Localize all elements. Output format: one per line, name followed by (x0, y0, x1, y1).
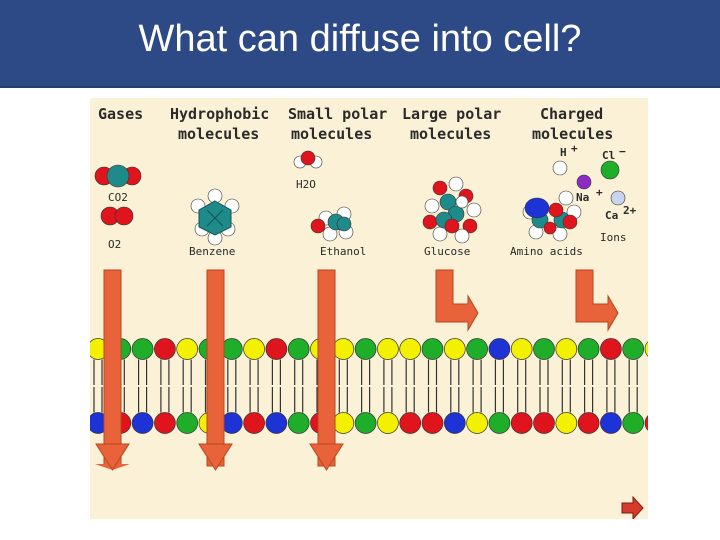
lipid-head (154, 412, 176, 434)
benzene-label: Benzene (189, 245, 235, 258)
na-ion: Na + (576, 174, 603, 204)
benzene-molecule (190, 188, 240, 246)
ions-label: Ions (600, 231, 627, 244)
header-hydrophobic-2: molecules (178, 125, 259, 143)
header-gases: Gases (98, 105, 143, 123)
arrow-hydrophobic (198, 269, 233, 471)
lipid-head (243, 338, 265, 360)
membrane-diagram: Gases Hydrophobic molecules Small polar … (90, 98, 648, 519)
lipid-head (176, 412, 199, 434)
arrow-charged-blocked (575, 269, 619, 332)
lipid-head (533, 412, 555, 434)
lipid-head (466, 412, 488, 434)
lipid-head (287, 412, 310, 434)
h-ion-charge: + (571, 142, 578, 155)
co2-label: CO2 (108, 191, 128, 204)
lipid-head (265, 338, 288, 360)
lipid-head (377, 338, 399, 360)
header-large-polar-2: molecules (410, 125, 491, 143)
na-ion-charge: + (596, 186, 603, 199)
na-ion-label: Na (576, 191, 589, 204)
lipid-head (600, 412, 622, 434)
h2o-molecule (293, 150, 323, 169)
title-bar: What can diffuse into cell? (0, 0, 720, 88)
co2-molecule (94, 164, 142, 188)
lipid-head (510, 338, 533, 360)
amino-acids-label: Amino acids (510, 245, 583, 258)
ethanol-label: Ethanol (320, 245, 366, 258)
lipid-head (622, 412, 645, 434)
header-small-polar: Small polar (288, 105, 387, 123)
lipid-head (443, 412, 466, 434)
header-charged: Charged (540, 105, 603, 123)
lipid-head (443, 338, 466, 360)
lipid-head (176, 338, 199, 360)
lipid-head (622, 338, 645, 360)
lipid-head (600, 338, 622, 360)
lipid-head (466, 338, 488, 360)
cl-ion-charge: − (619, 145, 626, 158)
lipid-head (354, 412, 377, 434)
cl-ion-label: Cl (602, 149, 615, 162)
o2-label: O2 (108, 238, 121, 251)
lipid-head (332, 338, 355, 360)
lipid-bilayer (90, 338, 648, 434)
lipid-head (644, 415, 648, 431)
h2o-label: H2O (296, 178, 316, 191)
lipid-head (243, 412, 265, 434)
lipid-head (555, 412, 578, 434)
lipid-head (377, 412, 399, 434)
lipid-head (399, 338, 422, 360)
header-charged-2: molecules (532, 125, 613, 143)
lipid-head (421, 412, 444, 434)
header-small-polar-2: molecules (291, 125, 372, 143)
ca-ion-charge: 2+ (623, 204, 637, 217)
lipid-head (287, 338, 310, 360)
lipid-head (332, 412, 355, 434)
glucose-label: Glucose (424, 245, 470, 258)
arrow-gases (95, 269, 130, 471)
lipid-head (488, 338, 511, 360)
lipid-head (131, 338, 154, 360)
ca-ion-label: Ca (605, 209, 618, 222)
lipid-head (421, 338, 444, 360)
lipid-head (510, 412, 533, 434)
lipid-head (577, 338, 600, 360)
lipid-head (555, 338, 578, 360)
arrow-large-polar-blocked (435, 269, 479, 332)
lipid-head (533, 338, 555, 360)
next-arrow-icon[interactable] (621, 495, 644, 519)
ethanol-molecule (310, 206, 354, 242)
h-ion: H + (552, 142, 578, 176)
header-hydrophobic: Hydrophobic (170, 105, 269, 123)
amino-acid-molecule (522, 190, 582, 242)
h-ion-label: H (560, 146, 567, 159)
lipid-head (265, 412, 288, 434)
header-large-polar: Large polar (402, 105, 501, 123)
lipid-head (154, 338, 176, 360)
lipid-head (131, 412, 154, 434)
lipid-head (644, 341, 648, 357)
glucose-molecule (422, 176, 482, 244)
o2-molecule (100, 206, 134, 226)
ca-ion: Ca 2+ (605, 190, 637, 222)
lipid-head (577, 412, 600, 434)
arrow-small-polar (309, 269, 344, 471)
lipid-head (488, 412, 511, 434)
cl-ion: Cl − (600, 145, 626, 180)
slide-title: What can diffuse into cell? (138, 18, 582, 60)
membrane-svg: Gases Hydrophobic molecules Small polar … (90, 105, 648, 519)
lipid-head (354, 338, 377, 360)
lipid-head (399, 412, 422, 434)
